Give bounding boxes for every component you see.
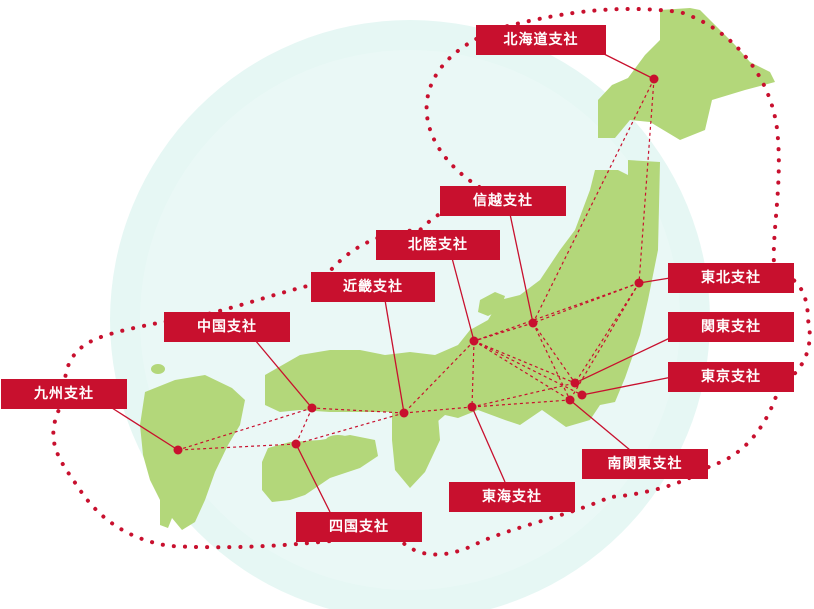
- node-hokkaido: [649, 74, 659, 84]
- kii-peninsula: [392, 410, 440, 488]
- label-kanto-branch[interactable]: 関東支社: [668, 312, 794, 342]
- label-hokuriku-branch[interactable]: 北陸支社: [376, 230, 500, 260]
- node-hokuriku: [469, 336, 479, 346]
- noto-peninsula: [478, 292, 505, 316]
- label-kinki-branch[interactable]: 近畿支社: [311, 272, 435, 302]
- inner-network: [177, 78, 655, 451]
- node-kanto: [570, 378, 580, 388]
- label-tokyo-branch[interactable]: 東京支社: [668, 362, 794, 392]
- branch-nodes: [173, 74, 659, 455]
- island-tsushima: [151, 364, 165, 374]
- node-chugoku: [307, 403, 317, 413]
- label-hokkaido-branch[interactable]: 北海道支社: [476, 25, 606, 55]
- label-shikoku-branch[interactable]: 四国支社: [296, 512, 422, 542]
- label-minamikanto-branch[interactable]: 南関東支社: [582, 449, 708, 479]
- node-tokai: [467, 402, 477, 412]
- node-minamikanto: [565, 395, 575, 405]
- node-tokyo: [577, 390, 587, 400]
- label-connectors: [111, 51, 673, 513]
- hokkaido-island: [598, 8, 775, 140]
- label-chugoku-branch[interactable]: 中国支社: [164, 312, 290, 342]
- label-tokai-branch[interactable]: 東海支社: [449, 482, 575, 512]
- island-awaji: [326, 435, 350, 445]
- kyushu-island: [140, 375, 245, 530]
- island-sado: [534, 292, 546, 300]
- node-tohoku: [634, 278, 644, 288]
- honshu-island: [265, 160, 660, 428]
- shikoku-island: [262, 435, 378, 502]
- node-kyushu: [173, 445, 183, 455]
- node-shinetsu: [528, 318, 538, 328]
- node-kinki: [399, 408, 409, 418]
- label-tohoku-branch[interactable]: 東北支社: [668, 263, 794, 293]
- label-kyushu-branch[interactable]: 九州支社: [1, 379, 127, 409]
- node-shikoku: [291, 439, 301, 449]
- label-shinetsu-branch[interactable]: 信越支社: [440, 186, 566, 216]
